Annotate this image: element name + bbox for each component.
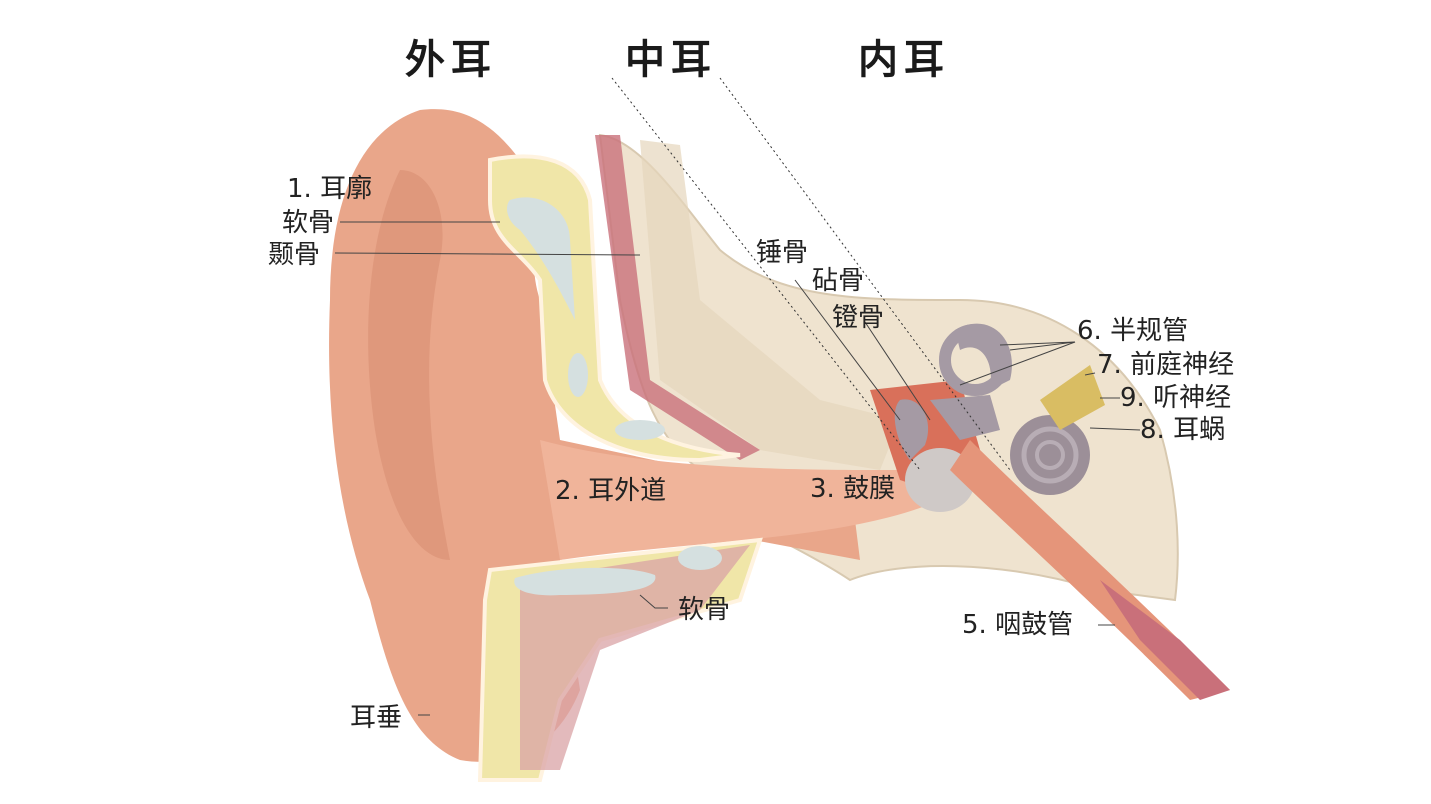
label-eustachian-tube: 5. 咽鼓管 <box>962 610 1074 640</box>
ear-canal <box>540 440 940 560</box>
label-cartilage-top: 软骨 <box>282 208 335 238</box>
header-middle-ear: 中耳 <box>625 37 717 83</box>
auricle <box>329 109 860 762</box>
header-inner-ear: 内耳 <box>858 37 950 83</box>
label-semicircular-canals: 6. 半规管 <box>1077 316 1189 346</box>
label-cochlea: 8. 耳蜗 <box>1140 415 1226 445</box>
label-temporal-bone: 颞骨 <box>268 240 321 270</box>
cartilage-top <box>507 197 575 320</box>
label-ear-canal: 2. 耳外道 <box>555 476 667 506</box>
label-auditory-nerve: 9. 听神经 <box>1120 383 1232 413</box>
label-incus: 砧骨 <box>812 266 865 296</box>
label-auricle: 1. 耳廓 <box>287 174 373 204</box>
header-outer-ear: 外耳 <box>405 37 497 83</box>
muscle-band <box>595 135 760 460</box>
label-eardrum: 3. 鼓膜 <box>810 474 896 504</box>
cartilage-bottom <box>514 567 656 596</box>
label-malleus: 锤骨 <box>756 238 809 268</box>
label-cartilage-bottom: 软骨 <box>678 595 731 625</box>
auditory-nerve <box>1040 365 1105 430</box>
label-stapes: 镫骨 <box>832 303 885 333</box>
label-earlobe: 耳垂 <box>350 703 403 733</box>
ossicles <box>894 395 1000 460</box>
label-vestibular-nerve: 7. 前庭神经 <box>1097 350 1235 380</box>
